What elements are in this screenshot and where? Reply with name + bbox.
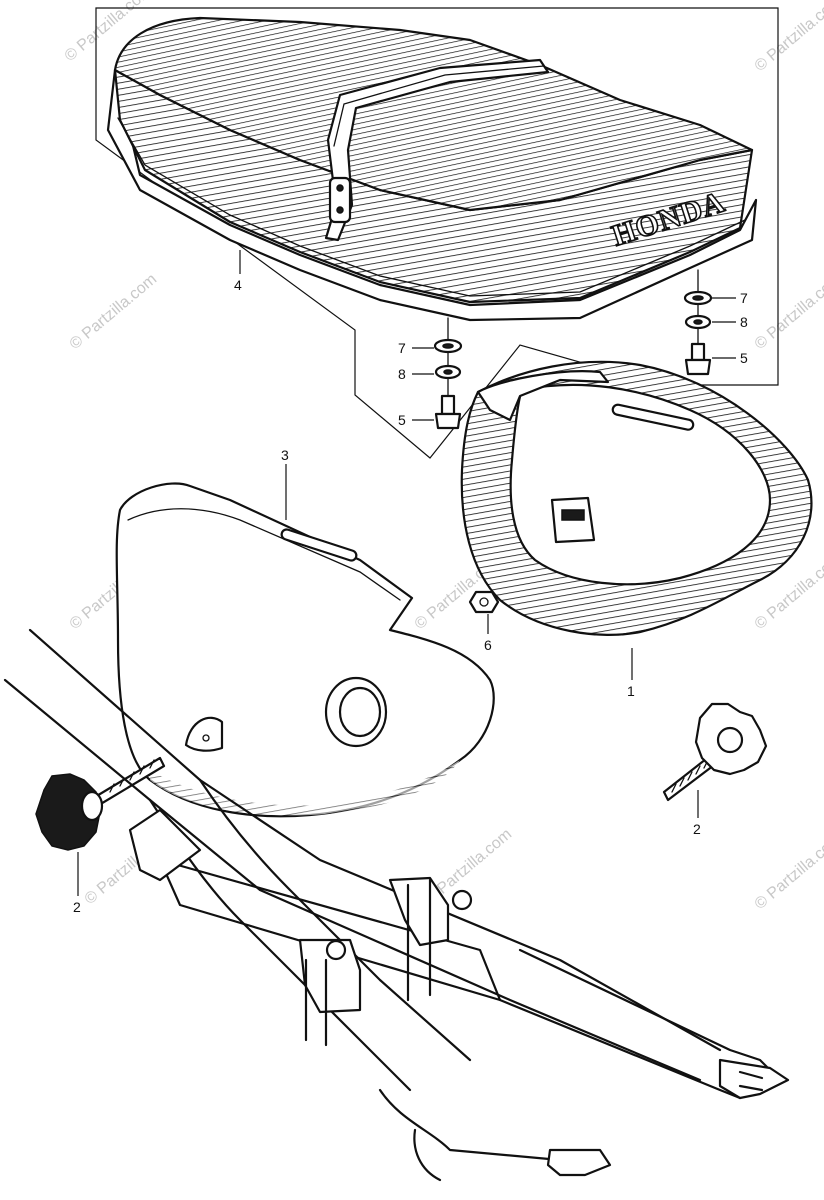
seat-piping bbox=[117, 117, 746, 297]
frame-strap-b bbox=[304, 958, 328, 1047]
knob-left-thread bbox=[109, 759, 155, 793]
leader-lines bbox=[77, 250, 736, 896]
seat: HONDA bbox=[106, 16, 758, 322]
knob-left-boss bbox=[80, 790, 104, 822]
washer-8-right-hole bbox=[693, 319, 703, 325]
callout-side-cover-left: 3 bbox=[281, 447, 289, 463]
side-cover-left-emblem-dot bbox=[202, 734, 210, 742]
seat-base bbox=[106, 68, 758, 322]
callout-bolt-5-right: 5 bbox=[740, 350, 748, 366]
side-cover-left-shell bbox=[115, 482, 495, 818]
nut-6-hole bbox=[479, 597, 489, 607]
callout-washer-8-left: 8 bbox=[398, 366, 406, 382]
knob-right-thread bbox=[671, 759, 709, 793]
seat-top bbox=[113, 16, 754, 212]
seat-strap bbox=[324, 58, 550, 242]
frame-lower-loop bbox=[378, 1088, 602, 1162]
bolt-5-right-head bbox=[684, 358, 712, 376]
bolt-5-left-shank bbox=[440, 394, 456, 416]
frame-rail-upper bbox=[28, 628, 722, 1052]
frame-bracket-upper bbox=[388, 876, 450, 947]
side-cover-left-cap-inner bbox=[338, 686, 382, 738]
frame-seat-rail-rear-b bbox=[498, 998, 742, 1100]
side-cover-left bbox=[115, 482, 495, 818]
strap-buckle bbox=[328, 176, 352, 224]
bolt-5-right-shank bbox=[690, 342, 706, 362]
knob-screw-left bbox=[35, 756, 166, 851]
bolt-5-left-head bbox=[434, 412, 462, 430]
seat-strap-edge bbox=[333, 65, 545, 147]
frame-fork-leg bbox=[413, 1128, 442, 1182]
washer-7-right-hole bbox=[692, 295, 704, 301]
hardware-stack-right bbox=[683, 269, 713, 376]
frame-tubes bbox=[3, 628, 790, 1182]
side-cover-right-rim bbox=[476, 370, 610, 422]
callout-nut: 6 bbox=[484, 637, 492, 653]
callout-knob-right: 2 bbox=[693, 821, 701, 837]
frame-post bbox=[451, 889, 473, 911]
watermark: © Partzilla.com bbox=[752, 271, 824, 353]
callout-labels: 4 3 1 6 2 2 7 8 5 7 8 5 bbox=[73, 277, 748, 915]
frame-gusset bbox=[128, 808, 202, 882]
frame-post bbox=[325, 939, 347, 961]
washer-7-left-hole bbox=[442, 343, 454, 349]
side-cover-right-clip-slot bbox=[561, 509, 585, 521]
strap-buckle-rivet bbox=[336, 206, 344, 214]
nut-6-body bbox=[468, 590, 500, 614]
washer-8-left-hole bbox=[443, 369, 453, 375]
frame-mount-fork-right bbox=[718, 1058, 790, 1100]
strap-buckle-rivet bbox=[336, 184, 344, 192]
frame-strap-a bbox=[406, 878, 432, 1002]
callout-washer-7-left: 7 bbox=[398, 340, 406, 356]
side-cover-left-lip bbox=[127, 508, 401, 601]
side-cover-right bbox=[460, 360, 813, 636]
callout-seat: 4 bbox=[234, 277, 242, 293]
watermark: © Partzilla.com bbox=[752, 831, 824, 913]
knob-right-center bbox=[716, 726, 744, 754]
frame-mount-slot bbox=[738, 1070, 764, 1092]
knob-screw-right bbox=[662, 702, 768, 802]
callout-knob-left: 2 bbox=[73, 899, 81, 915]
frame-backbone-b bbox=[198, 778, 472, 1062]
watermark: © Partzilla.com bbox=[752, 0, 824, 75]
frame-mount-fork-left bbox=[546, 1148, 612, 1177]
hardware-stack-left bbox=[433, 317, 463, 430]
nut-6 bbox=[468, 590, 500, 614]
side-cover-right-slot bbox=[611, 403, 695, 431]
callout-washer-7-right: 7 bbox=[740, 290, 748, 306]
side-cover-left-shade bbox=[150, 760, 460, 816]
callout-washer-8-right: 8 bbox=[740, 314, 748, 330]
side-cover-left-emblem bbox=[184, 716, 224, 752]
frame-rail-lower bbox=[3, 678, 702, 1082]
knob-left-head bbox=[35, 773, 101, 851]
side-cover-left-slot bbox=[280, 528, 358, 562]
watermark: © Partzilla.com bbox=[67, 271, 161, 353]
callout-bolt-5-left: 5 bbox=[398, 412, 406, 428]
callout-side-cover-right: 1 bbox=[627, 683, 635, 699]
